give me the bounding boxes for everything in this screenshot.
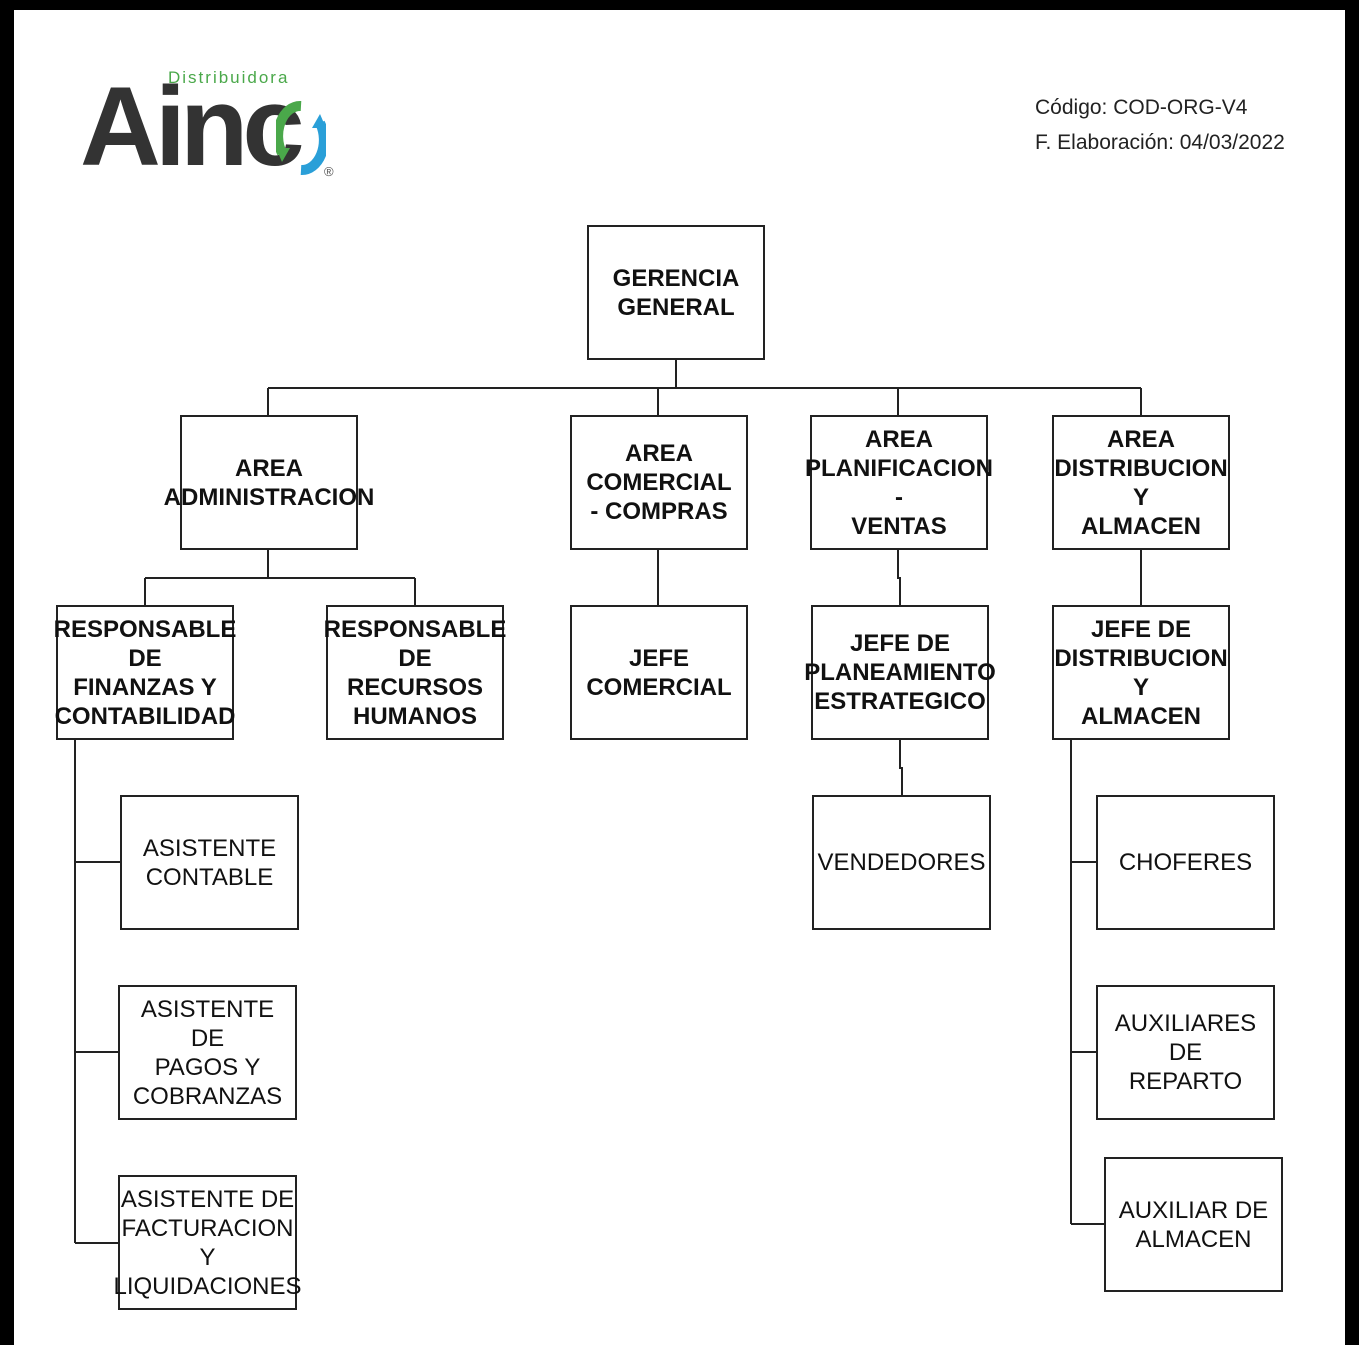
node-responsable-finanzas: RESPONSABLE DE FINANZAS Y CONTABILIDAD xyxy=(54,605,236,740)
node-gerencia-general: GERENCIA GENERAL xyxy=(587,225,765,360)
frame-left xyxy=(0,0,14,1345)
company-logo: Ainc Distribuidora ® xyxy=(80,62,350,192)
node-jefe-distribucion: JEFE DE DISTRIBUCION Y ALMACEN xyxy=(1052,605,1230,740)
link-to-jefe-planeamiento xyxy=(897,550,901,605)
node-vendedores: VENDEDORES xyxy=(812,795,991,930)
link-to-vendedores xyxy=(899,740,903,796)
doc-code: Código: COD-ORG-V4 xyxy=(1035,96,1248,119)
node-auxiliar-almacen: AUXILIAR DE ALMACEN xyxy=(1104,1157,1283,1292)
doc-date: F. Elaboración: 04/03/2022 xyxy=(1035,131,1285,154)
node-area-planificacion: AREA PLANIFICACION - VENTAS xyxy=(805,415,993,550)
node-area-distribucion: AREA DISTRIBUCION Y ALMACEN xyxy=(1052,415,1230,550)
frame-top xyxy=(0,0,1359,10)
node-auxiliares-reparto: AUXILIARES DE REPARTO xyxy=(1096,985,1275,1120)
logo-wordmark: Ainc xyxy=(80,64,305,189)
node-responsable-rrhh: RESPONSABLE DE RECURSOS HUMANOS xyxy=(324,605,506,740)
frame-right xyxy=(1345,0,1359,1345)
node-jefe-comercial: JEFE COMERCIAL xyxy=(570,605,748,740)
node-asistente-contable: ASISTENTE CONTABLE xyxy=(120,795,299,930)
document-meta: Código: COD-ORG-V4 F. Elaboración: 04/03… xyxy=(1035,90,1285,160)
recycle-o-icon xyxy=(276,101,326,175)
logo-subtitle: Distribuidora xyxy=(168,68,290,87)
node-area-comercial: AREA COMERCIAL - COMPRAS xyxy=(570,415,748,550)
node-choferes: CHOFERES xyxy=(1096,795,1275,930)
node-asistente-pagos: ASISTENTE DE PAGOS Y COBRANZAS xyxy=(118,985,297,1120)
registered-mark: ® xyxy=(324,164,334,179)
node-asistente-facturacion: ASISTENTE DE FACTURACION Y LIQUIDACIONES xyxy=(113,1175,302,1310)
node-area-administracion: AREA ADMINISTRACION xyxy=(164,415,374,550)
node-jefe-planeamiento: JEFE DE PLANEAMIENTO ESTRATEGICO xyxy=(804,605,996,740)
